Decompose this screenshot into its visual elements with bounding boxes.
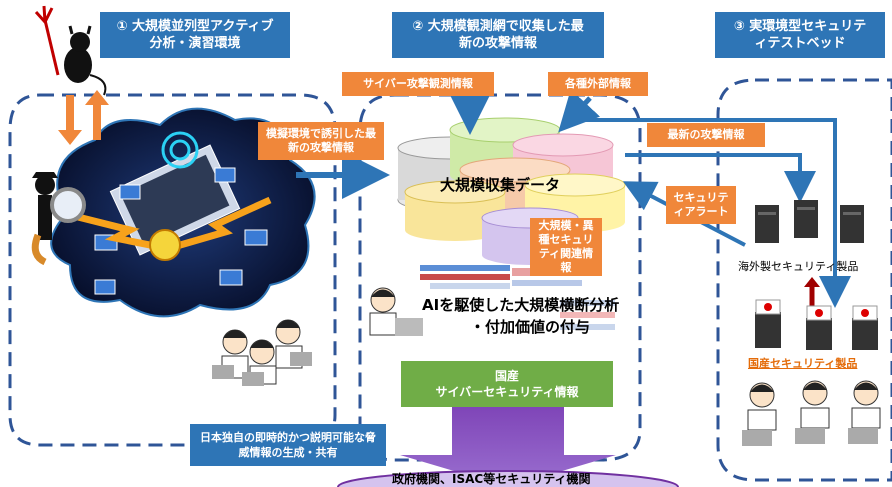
detective-figure (31, 172, 86, 266)
tag-external-info: 各種外部情報 (548, 72, 648, 96)
japan-unique-threat-info: 日本独自の即時的かつ説明可能な脅威情報の生成・共有 (190, 424, 386, 466)
data-strips (420, 265, 615, 330)
tag-large-related-info: 大規模・異種セキュリティ関連情報 (530, 218, 602, 276)
ai-analysis-line1: AIを駆使した大規模横断分析 (422, 296, 620, 314)
region-analysis (8, 93, 337, 447)
domestic-security-products-label: 国産セキュリティ製品 (748, 357, 858, 370)
attack-cloud (50, 107, 316, 318)
devil-figure (34, 5, 107, 96)
analysts-left (212, 319, 312, 386)
analyst-center (369, 287, 423, 336)
domestic-cyber-info-box: 国産 サイバーセキュリティ情報 (401, 361, 613, 407)
tag-security-alert: セキュリティアラート (666, 186, 736, 224)
tag-latest-attack-info: 最新の攻撃情報 (647, 123, 765, 147)
section-2-header: ② 大規模観測網で収集した最新の攻撃情報 (392, 12, 604, 58)
gov-agencies-label: 政府機関、ISAC等セキュリティ機関 (392, 472, 591, 486)
region-collection (358, 93, 642, 462)
tag-cyber-observation: サイバー攻撃観測情報 (342, 72, 494, 96)
big-data-label: 大規模収集データ (440, 176, 561, 194)
tag-lured-attack-info: 模擬環境で誘引した最新の攻撃情報 (258, 122, 384, 160)
section-1-header: ① 大規模並列型アクティブ分析・演習環境 (100, 12, 290, 58)
ai-analysis-line2: ・付加価値の付与 (470, 318, 591, 336)
foreign-security-products-label: 海外製セキュリティ製品 (738, 260, 859, 273)
region-testbed (716, 78, 892, 482)
domestic-servers (755, 299, 878, 350)
foreign-servers (755, 200, 864, 243)
analysts-right (742, 380, 881, 446)
section-3-header: ③ 実環境型セキュリティテストベッド (715, 12, 885, 58)
